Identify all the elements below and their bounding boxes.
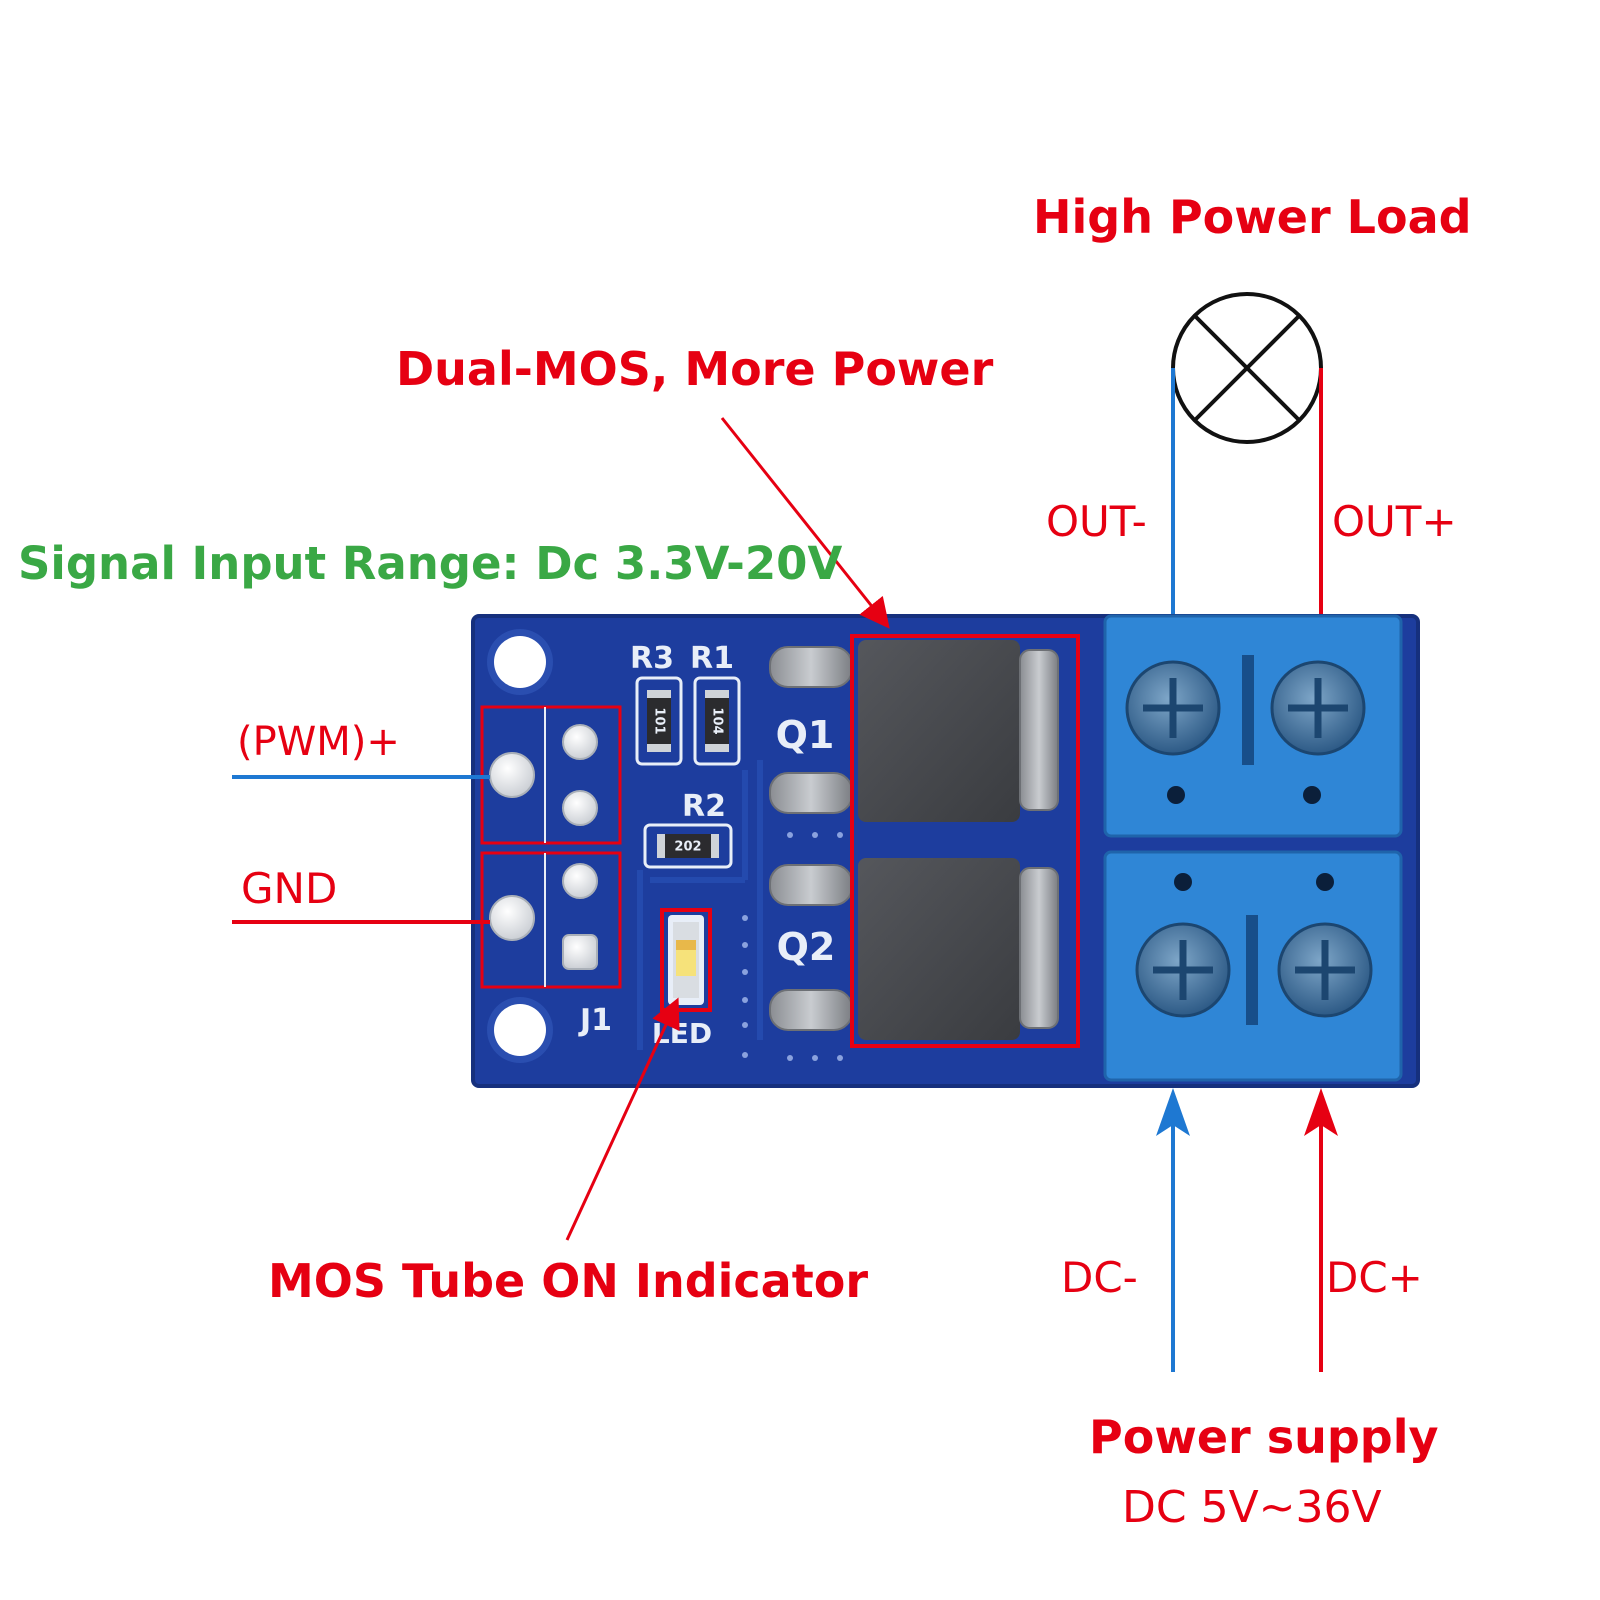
r3-code: 101 xyxy=(652,707,667,734)
r2-code: 202 xyxy=(674,840,701,855)
screw-terminal-icon xyxy=(1125,660,1221,756)
indicator-arrow xyxy=(565,997,680,1241)
dual-mos-arrow xyxy=(720,417,890,629)
silk-q2: Q2 xyxy=(777,925,836,969)
terminal-block-out xyxy=(1103,614,1403,838)
resistor-r1: 104 xyxy=(693,676,741,766)
pwm-plus-label: (PWM)+ xyxy=(237,719,400,765)
gnd-label: GND xyxy=(241,864,338,913)
power-supply-range-label: DC 5V~36V xyxy=(1122,1482,1382,1533)
silk-r2: R2 xyxy=(682,789,726,824)
smd-led-icon xyxy=(660,908,712,1012)
resistor-r2: 202 xyxy=(643,823,733,869)
vias xyxy=(742,832,843,1061)
screw-terminal-icon xyxy=(1270,660,1366,756)
pwm-pad xyxy=(489,752,535,798)
load-lamp-icon xyxy=(1171,292,1323,444)
dual-mos-highlight xyxy=(850,634,1080,1048)
power-supply-label: Power supply xyxy=(1089,1410,1439,1464)
mos-indicator-label: MOS Tube ON Indicator xyxy=(268,1254,868,1308)
mosfet-q2 xyxy=(858,858,1059,1040)
screw-terminal-icon xyxy=(1277,922,1373,1018)
gnd-pad xyxy=(489,895,535,941)
terminal-block-dc xyxy=(1103,850,1403,1082)
r1-code: 104 xyxy=(710,707,725,734)
dc-plus-label: DC+ xyxy=(1326,1253,1423,1302)
mosfet-leads xyxy=(769,646,853,1031)
silk-r3: R3 xyxy=(630,641,674,676)
dual-mos-label: Dual-MOS, More Power xyxy=(396,342,994,396)
dc-minus-label: DC- xyxy=(1061,1253,1138,1302)
signal-input-range-label: Signal Input Range: Dc 3.3V-20V xyxy=(18,537,843,590)
silk-j1: J1 xyxy=(578,1003,612,1038)
screw-terminal-icon xyxy=(1135,922,1231,1018)
high-power-load-label: High Power Load xyxy=(1033,190,1472,244)
mosfet-q1 xyxy=(858,640,1059,822)
pcb-board: 101 104 202 xyxy=(471,614,1420,1088)
silk-r1: R1 xyxy=(690,641,734,676)
out-minus-label: OUT- xyxy=(1046,497,1147,546)
out-plus-label: OUT+ xyxy=(1332,497,1457,546)
dc-minus-arrow xyxy=(1156,1088,1190,1372)
resistor-r3: 101 xyxy=(635,676,683,766)
silk-q1: Q1 xyxy=(776,713,835,757)
dc-plus-arrow xyxy=(1304,1088,1338,1372)
